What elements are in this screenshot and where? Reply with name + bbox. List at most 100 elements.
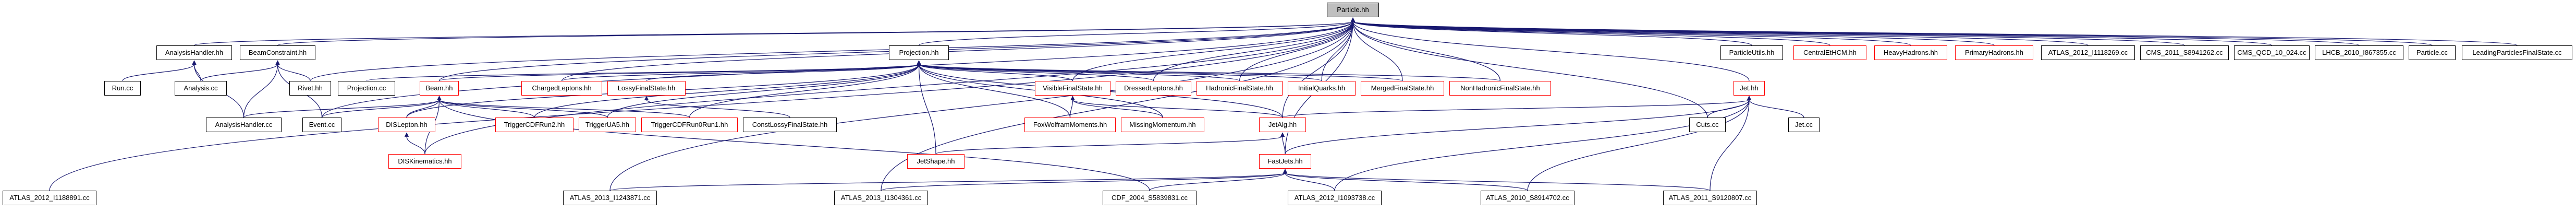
edge-visiblefinalstate-hh-to-projection-hh bbox=[917, 60, 1073, 81]
edge-triggerua5-hh-to-beam-hh bbox=[437, 96, 608, 118]
edge-leadingparticlesfinalstate-cc-to-particle-hh bbox=[1350, 17, 2518, 46]
node-atlas-2013-i1304361-cc[interactable]: ATLAS_2013_I1304361.cc bbox=[834, 191, 928, 205]
node-triggercdfrun0run1-hh[interactable]: TriggerCDFRun0Run1.hh bbox=[641, 118, 738, 132]
node-jet-hh[interactable]: Jet.hh bbox=[1733, 81, 1765, 96]
edge-primaryhadrons-hh-to-particle-hh bbox=[1350, 17, 1995, 46]
node-particle-hh[interactable]: Particle.hh bbox=[1327, 3, 1379, 17]
node-triggerua5-hh[interactable]: TriggerUA5.hh bbox=[579, 118, 636, 132]
node-jetshape-hh[interactable]: JetShape.hh bbox=[907, 154, 965, 169]
edge-missingmomentum-hh-to-visiblefinalstate-hh bbox=[1070, 96, 1163, 118]
edge-atlas-2013-i1243871-cc-to-particle-hh bbox=[609, 17, 1356, 191]
edge-foxwolframmoments-hh-to-visiblefinalstate-hh bbox=[1069, 96, 1075, 118]
edge-fastjets-hh-to-jet-hh bbox=[1285, 96, 1752, 155]
edge-analysishandler-cc-to-beamconstraint-hh bbox=[243, 60, 280, 118]
node-beam-hh[interactable]: Beam.hh bbox=[420, 81, 459, 96]
node-lossyfinalstate-hh[interactable]: LossyFinalState.hh bbox=[607, 81, 686, 96]
node-constlossyfinalstate-hh[interactable]: ConstLossyFinalState.hh bbox=[743, 118, 837, 132]
node-cms-2011-s8941262-cc[interactable]: CMS_2011_S8941262.cc bbox=[2140, 45, 2229, 60]
node-mergedfinalstate-hh[interactable]: MergedFinalState.hh bbox=[1361, 81, 1444, 96]
edge-jetshape-hh-to-projection-hh bbox=[917, 60, 936, 155]
node-jet-cc[interactable]: Jet.cc bbox=[1788, 118, 1820, 132]
node-missingmomentum-hh[interactable]: MissingMomentum.hh bbox=[1121, 118, 1204, 132]
node-chargedleptons-hh[interactable]: ChargedLeptons.hh bbox=[521, 81, 602, 96]
node-heavyhadrons-hh[interactable]: HeavyHadrons.hh bbox=[1874, 45, 1947, 60]
edge-diskinematics-hh-to-particle-hh bbox=[424, 17, 1356, 155]
edge-atlas-2010-s8914702-cc-to-fastjets-hh bbox=[1283, 169, 1528, 191]
node-centraletcm-hh[interactable]: CentralEtHCM.hh bbox=[1793, 45, 1866, 60]
edge-cuts-cc-to-particle-hh bbox=[1350, 17, 1708, 118]
node-projection-hh[interactable]: Projection.hh bbox=[889, 45, 949, 60]
edge-projection-cc-to-projection-hh bbox=[366, 60, 921, 81]
node-analysis-cc[interactable]: Analysis.cc bbox=[175, 81, 227, 96]
edge-analysishandler-cc-to-beam-hh bbox=[243, 96, 442, 118]
node-atlas-2013-i1243871-cc[interactable]: ATLAS_2013_I1243871.cc bbox=[563, 191, 657, 205]
edge-diskinematics-hh-to-dislepton-hh bbox=[404, 132, 425, 155]
node-projection-cc[interactable]: Projection.cc bbox=[338, 81, 395, 96]
edge-analysis-cc-to-beamconstraint-hh bbox=[200, 60, 280, 81]
edge-cdf-2004-s5839831-cc-to-beam-hh bbox=[437, 96, 1150, 191]
edge-triggercdfrun2-hh-to-beam-hh bbox=[437, 96, 535, 118]
node-foxwolframmoments-hh[interactable]: FoxWolframMoments.hh bbox=[1024, 118, 1116, 132]
edge-rivet-hh-to-particle-hh bbox=[310, 17, 1356, 81]
node-event-cc[interactable]: Event.cc bbox=[302, 118, 341, 132]
edge-centraletcm-hh-to-particle-hh bbox=[1350, 17, 1830, 46]
node-fastjets-hh[interactable]: FastJets.hh bbox=[1259, 154, 1311, 169]
node-particle-cc[interactable]: Particle.cc bbox=[2409, 45, 2456, 60]
node-analysishandler-cc[interactable]: AnalysisHandler.cc bbox=[206, 118, 282, 132]
node-analysishandler-hh[interactable]: AnalysisHandler.hh bbox=[156, 45, 232, 60]
edge-beamconstraint-hh-to-particle-hh bbox=[277, 17, 1356, 46]
edge-projection-hh-to-particle-hh bbox=[918, 17, 1356, 46]
node-visiblefinalstate-hh[interactable]: VisibleFinalState.hh bbox=[1035, 81, 1110, 96]
node-beamconstraint-hh[interactable]: BeamConstraint.hh bbox=[240, 45, 315, 60]
node-run-cc[interactable]: Run.cc bbox=[104, 81, 141, 96]
edge-constlossyfinalstate-hh-to-lossyfinalstate-hh bbox=[644, 96, 790, 118]
edge-hadronicfinalstate-hh-to-projection-hh bbox=[917, 60, 1240, 81]
edge-jet-cc-to-jet-hh bbox=[1747, 96, 1804, 118]
node-jetalg-hh[interactable]: JetAlg.hh bbox=[1259, 118, 1306, 132]
node-atlas-2012-i1118269-cc[interactable]: ATLAS_2012_I1118269.cc bbox=[2041, 45, 2135, 60]
edge-rivet-hh-to-beamconstraint-hh bbox=[275, 60, 311, 81]
node-cuts-cc[interactable]: Cuts.cc bbox=[1689, 118, 1726, 132]
node-initialquarks-hh[interactable]: InitialQuarks.hh bbox=[1288, 81, 1356, 96]
edge-fastjets-hh-to-jetalg-hh bbox=[1280, 132, 1286, 155]
edge-atlas-2013-i1304361-cc-to-fastjets-hh bbox=[881, 169, 1288, 191]
edge-jet-hh-to-particle-hh bbox=[1350, 17, 1750, 81]
edge-triggerua5-hh-to-projection-hh bbox=[607, 60, 921, 118]
node-hadronicfinalstate-hh[interactable]: HadronicFinalState.hh bbox=[1197, 81, 1283, 96]
node-cms-qcd-10-024-cc[interactable]: CMS_QCD_10_024.cc bbox=[2234, 45, 2310, 60]
edge-particleutils-hh-to-particle-hh bbox=[1350, 17, 1752, 46]
edge-atlas-2011-s9120807-cc-to-fastjets-hh bbox=[1283, 169, 1711, 191]
edge-cdf-2004-s5839831-cc-to-fastjets-hh bbox=[1149, 169, 1288, 191]
edge-chargedleptons-hh-to-particle-hh bbox=[561, 17, 1356, 81]
node-dressedleptons-hh[interactable]: DressedLeptons.hh bbox=[1116, 81, 1191, 96]
node-dislepton-hh[interactable]: DISLepton.hh bbox=[378, 118, 435, 132]
edge-hadronicfinalstate-hh-to-particle-hh bbox=[1239, 17, 1356, 81]
node-atlas-2011-s9120807-cc[interactable]: ATLAS_2011_S9120807.cc bbox=[1663, 191, 1757, 205]
node-lhcb-2010-i867355-cc[interactable]: LHCB_2010_I867355.cc bbox=[2315, 45, 2403, 60]
edge-beam-hh-to-projection-hh bbox=[438, 60, 921, 81]
node-primaryhadrons-hh[interactable]: PrimaryHadrons.hh bbox=[1955, 45, 2033, 60]
edge-chargedleptons-hh-to-projection-hh bbox=[561, 60, 921, 81]
edge-run-cc-to-analysishandler-hh bbox=[122, 60, 197, 81]
edge-atlas-2012-i1118269-cc-to-particle-hh bbox=[1350, 17, 2089, 46]
node-nonhadronicfinalstate-hh[interactable]: NonHadronicFinalState.hh bbox=[1449, 81, 1551, 96]
edge-atlas-2013-i1243871-cc-to-fastjets-hh bbox=[609, 169, 1288, 191]
node-cdf-2004-s5839831-cc[interactable]: CDF_2004_S5839831.cc bbox=[1103, 191, 1197, 205]
node-diskinematics-hh[interactable]: DISKinematics.hh bbox=[388, 154, 461, 169]
edge-atlas-2011-s9120807-cc-to-jet-hh bbox=[1710, 96, 1752, 191]
edge-triggercdfrun0run1-hh-to-beam-hh bbox=[437, 96, 690, 118]
node-atlas-2012-i1093738-cc[interactable]: ATLAS_2012_I1093738.cc bbox=[1288, 191, 1382, 205]
node-rivet-hh[interactable]: Rivet.hh bbox=[289, 81, 331, 96]
edge-atlas-2012-i1188891-cc-to-particle-hh bbox=[49, 17, 1356, 191]
node-atlas-2012-i1188891-cc[interactable]: ATLAS_2012_I1188891.cc bbox=[3, 191, 96, 205]
edge-mergedfinalstate-hh-to-particle-hh bbox=[1350, 17, 1403, 81]
node-leadingparticlesfinalstate-cc[interactable]: LeadingParticlesFinalState.cc bbox=[2462, 45, 2572, 60]
edge-dressedleptons-hh-to-projection-hh bbox=[917, 60, 1154, 81]
node-triggercdfrun2-hh[interactable]: TriggerCDFRun2.hh bbox=[495, 118, 573, 132]
node-atlas-2010-s8914702-cc[interactable]: ATLAS_2010_S8914702.cc bbox=[1481, 191, 1574, 205]
edge-cuts-cc-to-jet-hh bbox=[1707, 96, 1752, 118]
node-particleutils-hh[interactable]: ParticleUtils.hh bbox=[1720, 45, 1783, 60]
edge-atlas-2012-i1093738-cc-to-jet-hh bbox=[1334, 96, 1752, 191]
